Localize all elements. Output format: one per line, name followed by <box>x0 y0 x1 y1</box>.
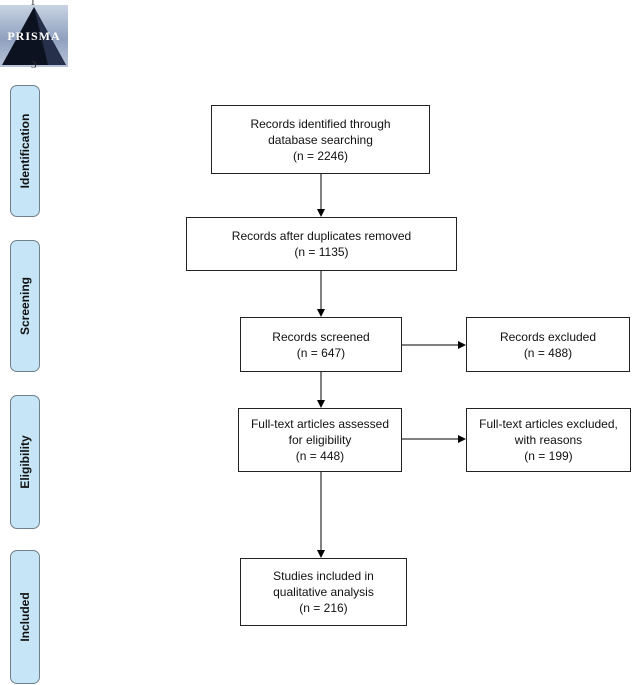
box-records-screened-text: Records screened (n = 647) <box>272 329 370 360</box>
box-records-identified-text: Records identified through database sear… <box>250 116 391 163</box>
logo-text: PRISMA <box>7 29 61 43</box>
box-records-excluded-text: Records excluded (n = 488) <box>499 329 597 360</box>
box-studies-included: Studies included in qualitative analysis… <box>240 558 407 626</box>
box-fulltext-excluded: Full-text articles excluded, with reason… <box>466 408 631 472</box>
stage-eligibility: Eligibility <box>10 395 40 529</box>
page-number-top: 1 <box>30 0 36 8</box>
box-records-excluded: Records excluded (n = 488) <box>466 317 630 372</box>
box-records-screened: Records screened (n = 647) <box>240 317 402 372</box>
box-records-after-duplicates-text: Records after duplicates removed (n = 11… <box>231 229 412 259</box>
stage-included: Included <box>10 550 40 684</box>
box-records-after-duplicates: Records after duplicates removed (n = 11… <box>186 217 457 271</box>
box-fulltext-assessed-text: Full-text articles assessed for eligibil… <box>250 417 390 463</box>
box-records-identified: Records identified through database sear… <box>211 105 430 174</box>
box-fulltext-excluded-text: Full-text articles excluded, with reason… <box>479 417 618 463</box>
stage-screening: Screening <box>10 240 40 372</box>
stage-identification: Identification <box>10 85 40 217</box>
page-number-after-logo: 3 <box>31 59 37 71</box>
box-fulltext-assessed: Full-text articles assessed for eligibil… <box>238 408 402 472</box>
prisma-logo: PRISMA <box>0 5 68 67</box>
box-studies-included-text: Studies included in qualitative analysis… <box>273 569 374 615</box>
